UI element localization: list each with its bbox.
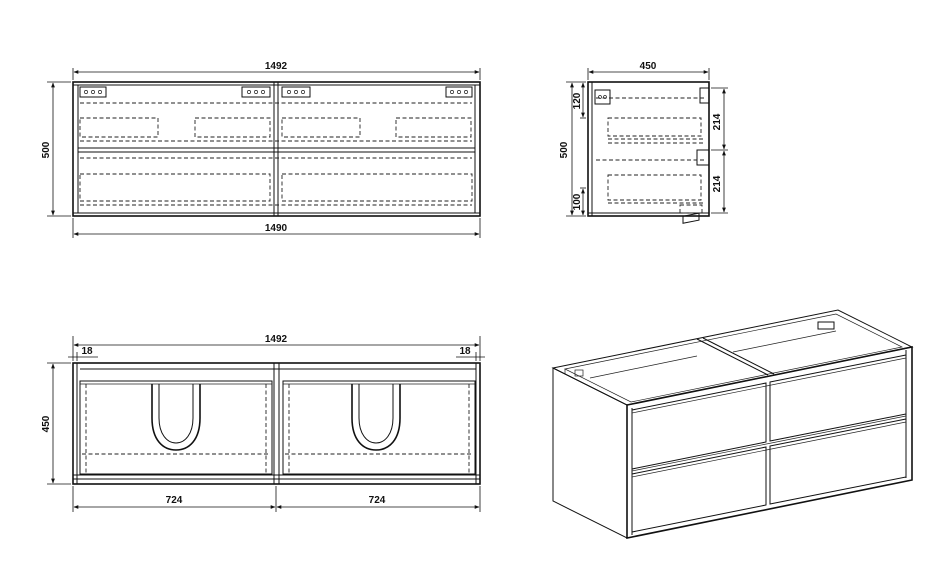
- dimension-label: 450: [41, 415, 52, 432]
- bracket-icon: [817, 321, 835, 330]
- dimension-label: 500: [41, 141, 52, 158]
- bracket-icon: [594, 89, 611, 105]
- dimension-label: 18: [459, 346, 471, 357]
- bracket-icon: [281, 86, 311, 98]
- dimension-label: 1490: [265, 223, 288, 234]
- bracket-icon: [79, 86, 107, 98]
- drawer-front: [769, 418, 907, 505]
- dimension-label: 18: [81, 346, 93, 357]
- drawer-front: [631, 446, 767, 533]
- dimension-label: 724: [166, 495, 183, 506]
- siphon-cutout: [351, 384, 401, 451]
- bracket-icon: [574, 369, 584, 377]
- front-view: 1492 1490 500: [41, 61, 481, 238]
- drawer-front: [631, 382, 767, 470]
- dimension-label: 500: [559, 141, 570, 158]
- top-view: 1492 18 18 450 724 724: [41, 334, 485, 512]
- drawer-front: [769, 354, 907, 442]
- dimension-label: 450: [640, 61, 657, 72]
- dimension-label: 214: [712, 113, 723, 130]
- bracket-icon: [241, 86, 271, 98]
- isometric-view: [551, 212, 914, 539]
- bracket-icon: [682, 212, 700, 224]
- dimension-label: 1492: [265, 334, 288, 345]
- dimension-label: 214: [712, 175, 723, 192]
- dimension-label: 724: [369, 495, 386, 506]
- siphon-cutout: [151, 384, 201, 451]
- dimension-label: 120: [572, 92, 583, 109]
- dimension-label: 1492: [265, 61, 288, 72]
- side-view: 450 500 120 100 214 214: [559, 61, 728, 217]
- dimension-label: 100: [572, 193, 583, 210]
- bracket-icon: [445, 86, 473, 98]
